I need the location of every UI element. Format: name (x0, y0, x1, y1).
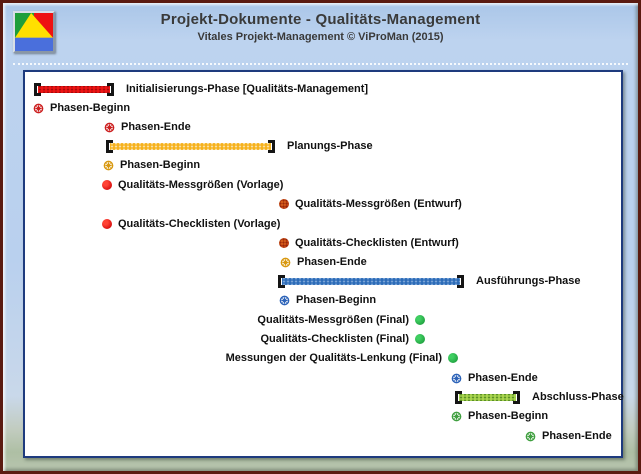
timeline-panel: Initialisierungs-Phase [Qualitäts-Manage… (23, 70, 624, 458)
timeline-item-phasen-beginn: Phasen-Beginn (451, 409, 548, 423)
timeline-item-checklisten-entwurf: Qualitäts-Checklisten (Entwurf) (279, 236, 459, 250)
page-subtitle: Vitales Projekt-Management © ViProMan (2… (197, 31, 444, 43)
milestone-icon (451, 373, 462, 384)
milestone-icon (280, 257, 291, 268)
item-label: Phasen-Beginn (50, 102, 131, 114)
document-dot-icon (279, 238, 289, 248)
item-label: Phasen-Ende (121, 121, 191, 133)
timeline-item-phasen-ende: Phasen-Ende (104, 120, 191, 134)
document-dot-icon (415, 315, 425, 325)
document-dot-icon (102, 180, 112, 190)
item-label: Qualitäts-Messgrößen (Vorlage) (118, 179, 284, 191)
timeline-item-ausfuehrungs-phase: Ausführungs-Phase (278, 274, 581, 288)
timeline-item-planungs-phase: Planungs-Phase (106, 139, 373, 153)
timeline-item-checklisten-vorlage: Qualitäts-Checklisten (Vorlage) (102, 217, 280, 231)
item-label: Phasen-Beginn (120, 159, 201, 171)
milestone-icon (451, 411, 462, 422)
milestone-icon (525, 431, 536, 442)
viproman-logo-icon (13, 11, 55, 53)
timeline-item-phasen-ende: Phasen-Ende (280, 255, 367, 269)
item-label: Qualitäts-Messgrößen (Final) (257, 314, 409, 326)
document-dot-icon (102, 219, 112, 229)
timeline-item-messungen-lenkung-final: Messungen der Qualitäts-Lenkung (Final) (226, 351, 458, 365)
phase-bar-icon (34, 82, 120, 96)
timeline-item-phasen-beginn: Phasen-Beginn (103, 158, 200, 172)
timeline-item-phasen-beginn: Phasen-Beginn (33, 101, 130, 115)
timeline-item-initialisierungs-phase: Initialisierungs-Phase [Qualitäts-Manage… (34, 82, 368, 96)
page-title: Projekt-Dokumente - Qualitäts-Management (160, 11, 481, 28)
timeline-item-phasen-ende: Phasen-Ende (451, 371, 538, 385)
item-label: Initialisierungs-Phase [Qualitäts-Manage… (126, 83, 369, 95)
item-label: Qualitäts-Checklisten (Vorlage) (118, 218, 281, 230)
phase-bar-icon (278, 274, 470, 288)
item-label: Phasen-Ende (297, 256, 367, 268)
item-label: Qualitäts-Messgrößen (Entwurf) (295, 198, 462, 210)
item-label: Phasen-Ende (468, 372, 538, 384)
milestone-icon (104, 122, 115, 133)
item-label: Qualitäts-Checklisten (Final) (260, 333, 409, 345)
phase-bar-icon (106, 139, 281, 153)
item-label: Abschluss-Phase (532, 391, 624, 403)
item-label: Phasen-Ende (542, 430, 612, 442)
item-label: Qualitäts-Checklisten (Entwurf) (295, 237, 459, 249)
header-separator (13, 63, 628, 65)
item-label: Messungen der Qualitäts-Lenkung (Final) (225, 352, 442, 364)
timeline-item-messgroessen-final: Qualitäts-Messgrößen (Final) (257, 313, 425, 327)
milestone-icon (33, 103, 44, 114)
timeline-item-phasen-beginn: Phasen-Beginn (279, 293, 376, 307)
header: Projekt-Dokumente - Qualitäts-Management… (3, 3, 638, 65)
timeline-item-phasen-ende: Phasen-Ende (525, 429, 612, 443)
item-label: Planungs-Phase (287, 140, 373, 152)
item-label: Phasen-Beginn (296, 294, 377, 306)
document-dot-icon (279, 199, 289, 209)
item-label: Ausführungs-Phase (476, 275, 581, 287)
timeline-item-abschluss-phase: Abschluss-Phase (455, 390, 624, 404)
document-dot-icon (415, 334, 425, 344)
phase-bar-icon (455, 390, 526, 404)
milestone-icon (279, 295, 290, 306)
item-label: Phasen-Beginn (468, 410, 549, 422)
milestone-icon (103, 160, 114, 171)
document-dot-icon (448, 353, 458, 363)
header-titles: Projekt-Dokumente - Qualitäts-Management… (63, 11, 578, 43)
timeline-item-checklisten-final: Qualitäts-Checklisten (Final) (260, 332, 425, 346)
timeline-item-messgroessen-entwurf: Qualitäts-Messgrößen (Entwurf) (279, 197, 462, 211)
timeline-item-messgroessen-vorlage: Qualitäts-Messgrößen (Vorlage) (102, 178, 283, 192)
